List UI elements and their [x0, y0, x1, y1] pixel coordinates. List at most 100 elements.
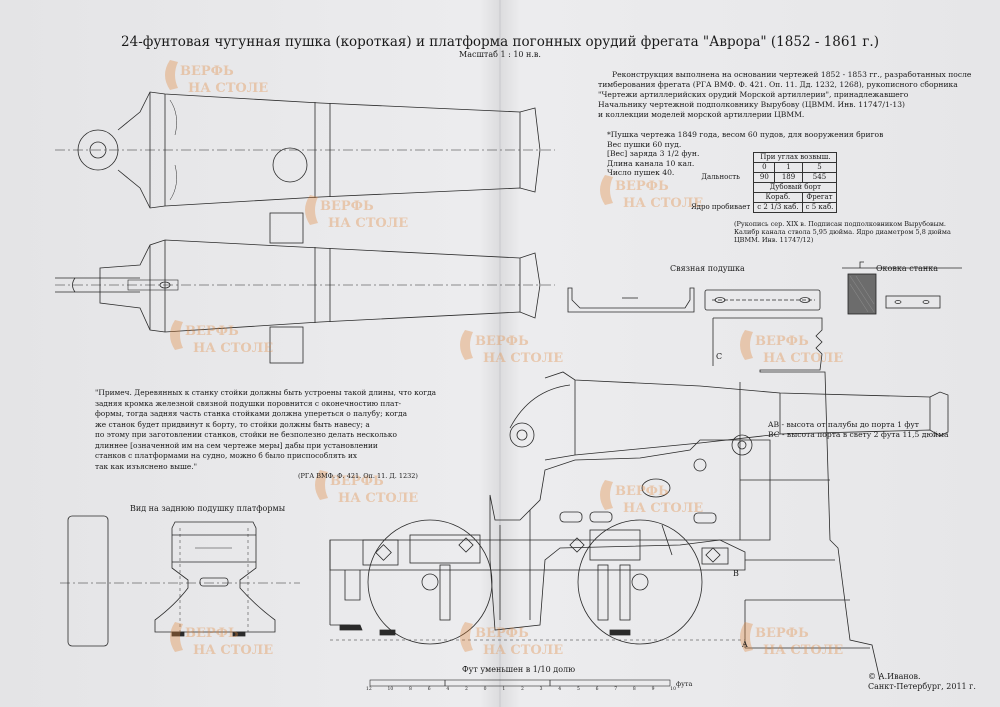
scale-tick-label: 5: [576, 687, 580, 692]
page-title: 24-фунтовая чугунная пушка (короткая) и …: [121, 34, 879, 50]
ab-note: AB - высота от палубы до порта 1 фут: [768, 420, 919, 429]
scale-tick-label: 10: [387, 687, 394, 692]
range-cell: 90: [753, 172, 776, 183]
range-table-header: При углах возвыш.: [753, 152, 838, 163]
angle-cell: 5: [801, 162, 838, 173]
link-cushion-label: Связная подушка: [670, 264, 745, 273]
watermark-text-2: НА СТОЛЕ: [763, 351, 843, 366]
note-line: тимберования фрегата (РГА ВМФ. Ф. 421. О…: [598, 80, 958, 89]
link-cushion-drawing: [567, 287, 821, 313]
carriage-fitting-drawing: [842, 261, 962, 315]
remark-line: же станок будет придвинут к борту, то ст…: [95, 419, 370, 429]
watermark-text-1: ВЕРФЬ: [615, 179, 669, 194]
remark-line: так как изъяснено выше.": [95, 461, 197, 471]
hull-col: Фрегат: [801, 192, 838, 203]
gun-carriage-main-view: [329, 317, 949, 681]
watermark-text-1: ВЕРФЬ: [755, 626, 809, 641]
note-line: Реконструкция выполнена на основании чер…: [612, 70, 972, 79]
watermark-text-2: НА СТОЛЕ: [623, 501, 703, 516]
scale-bar-unit: фута: [676, 680, 693, 688]
angle-cell: 1: [774, 162, 803, 173]
gun-top-view: [55, 91, 555, 209]
scale-tick-label: 7: [614, 687, 618, 692]
watermark-text-2: НА СТОЛЕ: [193, 643, 273, 658]
watermark: ВЕРФЬ НА СТОЛЕ: [165, 60, 268, 96]
bolt-heads: [375, 537, 721, 563]
remark-line: задняя кромка железной связной подушки п…: [95, 398, 402, 408]
gun-side-view: [55, 212, 555, 364]
scale-tick-label: 1: [502, 687, 506, 692]
watermark-text-1: ВЕРФЬ: [475, 334, 529, 349]
watermark: ВЕРФЬ НА СТОЛЕ: [170, 320, 273, 356]
port-notes: AB - высота от палубы до порта 1 фут BC …: [768, 420, 993, 440]
rear-cushion-view: [60, 515, 300, 647]
reconstruction-note: Реконструкция выполнена на основании чер…: [598, 70, 988, 120]
carriage-fitting-label: Оковка станка: [876, 264, 938, 273]
spec-line: Число пушек 40.: [607, 168, 675, 177]
pierce-cell: с 2 1/3 каб.: [753, 202, 803, 213]
scale-tick-label: 8: [409, 687, 412, 692]
watermark-text-1: ВЕРФЬ: [475, 626, 529, 641]
range-label: Дальность: [701, 173, 740, 181]
manuscript-line: (Рукопись сер. XIX в. Подписан подполков…: [734, 220, 946, 228]
scale-tick-label: 4: [558, 687, 562, 692]
watermark: ВЕРФЬ НА СТОЛЕ: [740, 330, 843, 366]
watermark-text-1: ВЕРФЬ: [185, 626, 239, 641]
signature-place: Санкт-Петербург, 2011 г.: [868, 682, 976, 691]
hull-header: Дубовый борт: [753, 182, 838, 193]
scale-tick-label: 4: [446, 687, 450, 692]
scale-tick-label: 2: [465, 687, 468, 692]
remark-line: по этому при заготовлении станков, стойк…: [95, 430, 397, 439]
scale-tick-label: 6: [427, 687, 431, 692]
hull-col: Кораб.: [753, 192, 803, 203]
scale-tick-label: 2: [520, 687, 524, 692]
spec-line: [Вес] заряда 3 1/2 фун.: [607, 149, 700, 158]
watermark-text-1: ВЕРФЬ: [330, 474, 384, 489]
scale-tick-label: 12: [366, 687, 372, 692]
watermark-text-1: ВЕРФЬ: [185, 324, 239, 339]
remark-line: длиннее [означенной им на сем чертеже ме…: [95, 440, 378, 450]
watermark: ВЕРФЬ НА СТОЛЕ: [600, 480, 703, 516]
remark-line: формы, тогда задняя часть станка стойкам…: [95, 409, 407, 418]
remark-line: "Примеч. Деревянных к станку стойки долж…: [95, 388, 437, 397]
scale-tick-label: 3: [539, 687, 543, 692]
signature-author: © А.Иванов.: [868, 672, 921, 681]
manuscript-line: Калибр канала ствола 5,95 дюйма. Ядро ди…: [734, 228, 951, 236]
watermark-text-1: ВЕРФЬ: [320, 199, 374, 214]
range-cell: 189: [774, 172, 803, 183]
remark-line: станков с платформами на судно, можно б …: [95, 451, 358, 460]
watermark: ВЕРФЬ НА СТОЛЕ: [600, 175, 703, 211]
gun-specs: *Пушка чертежа 1849 года, весом 60 пудов…: [607, 130, 967, 178]
note-line: Начальнику чертежной подполковнику Выруб…: [598, 100, 906, 109]
spec-line: *Пушка чертежа 1849 года, весом 60 пудов…: [607, 130, 884, 139]
bc-note: BC - высота порта в свету 2 фута 11,5 дю…: [768, 430, 949, 439]
manuscript-note: (Рукопись сер. XIX в. Подписан подполков…: [734, 220, 994, 244]
pierce-label: Ядро пробивает: [691, 203, 751, 211]
watermark-text-1: ВЕРФЬ: [755, 334, 809, 349]
watermark-text-2: НА СТОЛЕ: [193, 341, 273, 356]
angle-cell: 0: [753, 162, 776, 173]
range-cell: 545: [801, 172, 838, 183]
spec-line: Длина канала 10 кал.: [607, 158, 695, 168]
watermark-text-1: ВЕРФЬ: [615, 484, 669, 499]
point-a-label: A: [742, 640, 748, 649]
scale-bar-caption: Фут уменьшен в 1/10 долю: [462, 665, 576, 674]
signature: © А.Иванов. Санкт-Петербург, 2011 г.: [868, 672, 976, 692]
scale-tick-label: 9: [651, 687, 655, 692]
note-line: "Чертежи артиллерийских орудий Морской а…: [598, 90, 909, 99]
remark-block: "Примеч. Деревянных к станку стойки долж…: [95, 388, 475, 472]
point-c-label: C: [716, 352, 723, 361]
remark-source: (РГА ВМФ. Ф. 421. Оп. 11. Д. 1232): [298, 472, 418, 480]
spec-line: Вес пушки 60 пуд.: [607, 139, 682, 149]
watermark: ВЕРФЬ НА СТОЛЕ: [315, 470, 418, 506]
watermark: ВЕРФЬ НА СТОЛЕ: [170, 622, 273, 658]
point-b-label: B: [733, 569, 739, 578]
watermark: ВЕРФЬ НА СТОЛЕ: [460, 330, 563, 366]
watermark-text-2: НА СТОЛЕ: [623, 196, 703, 211]
scale-tick-label: 0: [483, 687, 487, 692]
pierce-cell: с 5 каб.: [801, 202, 838, 213]
watermark: ВЕРФЬ НА СТОЛЕ: [460, 622, 563, 658]
note-line: и коллекции моделей морской артиллерии Ц…: [598, 110, 805, 119]
